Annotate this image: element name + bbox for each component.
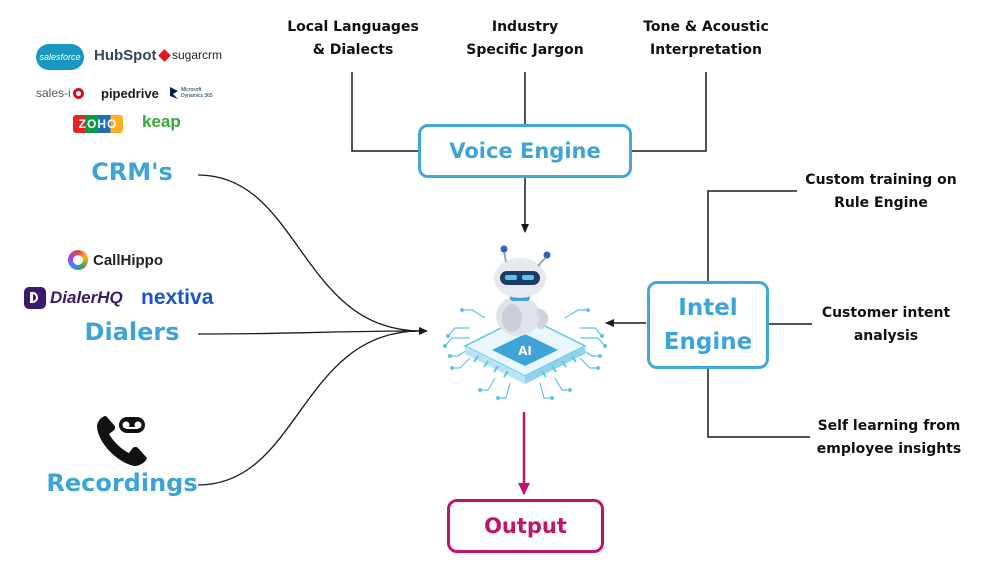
pipedrive-logo: pipedrive	[101, 86, 159, 101]
dynamics-icon	[170, 87, 178, 99]
intel-input-intent-line1: Customer intent	[821, 305, 951, 321]
zoho-label: ZOHO	[78, 117, 118, 131]
voice-input-tone-line1: Tone & Acoustic	[643, 19, 769, 35]
intel-input-training-line2: Rule Engine	[834, 195, 928, 211]
intel-input-intent: Customer intent analysis	[806, 302, 966, 348]
source-curves	[197, 174, 421, 486]
intel-input-learning-line1: Self learning from	[817, 418, 961, 434]
keap-logo: keap	[142, 112, 181, 131]
nextiva-logo: nextiva	[141, 286, 214, 309]
voice-input-languages: Local Languages & Dialects	[270, 16, 436, 62]
output-box: Output	[447, 499, 604, 553]
voice-engine-input-lines	[351, 72, 707, 152]
dialerhq-logo: DialerHQ	[24, 287, 123, 309]
recordings-title: Recordings	[46, 469, 198, 497]
sugarcrm-label: sugarcrm	[172, 48, 223, 62]
sugarcrm-logo: sugarcrm	[158, 48, 223, 62]
intel-input-intent-line2: analysis	[853, 328, 919, 344]
intel-input-learning: Self learning from employee insights	[806, 415, 972, 461]
callhippo-label: CallHippo	[93, 251, 163, 269]
sugarcube-icon	[158, 48, 171, 62]
voice-engine-box: Voice Engine	[418, 124, 632, 178]
intel-engine-line2: Engine	[663, 329, 753, 355]
dialers-title: Dialers	[84, 318, 180, 346]
voice-input-languages-line1: Local Languages	[287, 19, 419, 35]
sales-i-label: sales-i	[36, 86, 71, 100]
callhippo-logo: CallHippo	[68, 250, 163, 270]
intel-engine-input-lines	[707, 190, 812, 438]
voice-input-jargon-line2: Specific Jargon	[466, 42, 584, 58]
voice-input-jargon: Industry Specific Jargon	[450, 16, 600, 62]
intel-input-learning-line2: employee insights	[816, 441, 962, 457]
voice-input-tone-line2: Interpretation	[650, 42, 762, 58]
dialerhq-icon	[24, 287, 46, 309]
ai-chip-label: AI	[518, 344, 532, 358]
ai-robot-chip-icon: AI	[443, 245, 607, 400]
intel-engine-line1: Intel	[678, 295, 738, 321]
dialerhq-label: DialerHQ	[50, 288, 123, 307]
output-label: Output	[484, 514, 567, 538]
intel-input-training: Custom training on Rule Engine	[796, 169, 966, 215]
intel-engine-box: Intel Engine	[647, 281, 769, 369]
voice-input-languages-line2: & Dialects	[312, 42, 394, 58]
zoho-logo: ZOHO	[73, 115, 123, 133]
sales-i-logo: sales-i	[36, 86, 84, 100]
salesforce-label: salesforce	[39, 52, 81, 62]
voice-engine-label: Voice Engine	[449, 139, 601, 163]
hubspot-logo: HubSpot	[94, 47, 157, 64]
sources-arrowhead	[419, 327, 428, 335]
voice-input-jargon-line1: Industry	[491, 19, 559, 35]
voice-input-tone: Tone & Acoustic Interpretation	[622, 16, 790, 62]
dynamics-label: Microsoft Dynamics 365	[181, 87, 213, 99]
phone-voicemail-icon	[97, 416, 147, 466]
salesforce-logo: salesforce	[36, 44, 84, 70]
dynamics-logo: Microsoft Dynamics 365	[169, 86, 221, 100]
crm-title: CRM's	[91, 158, 173, 186]
intel-input-training-line1: Custom training on	[805, 172, 957, 188]
sales-i-mark-icon	[72, 87, 84, 99]
callhippo-icon	[68, 250, 88, 270]
